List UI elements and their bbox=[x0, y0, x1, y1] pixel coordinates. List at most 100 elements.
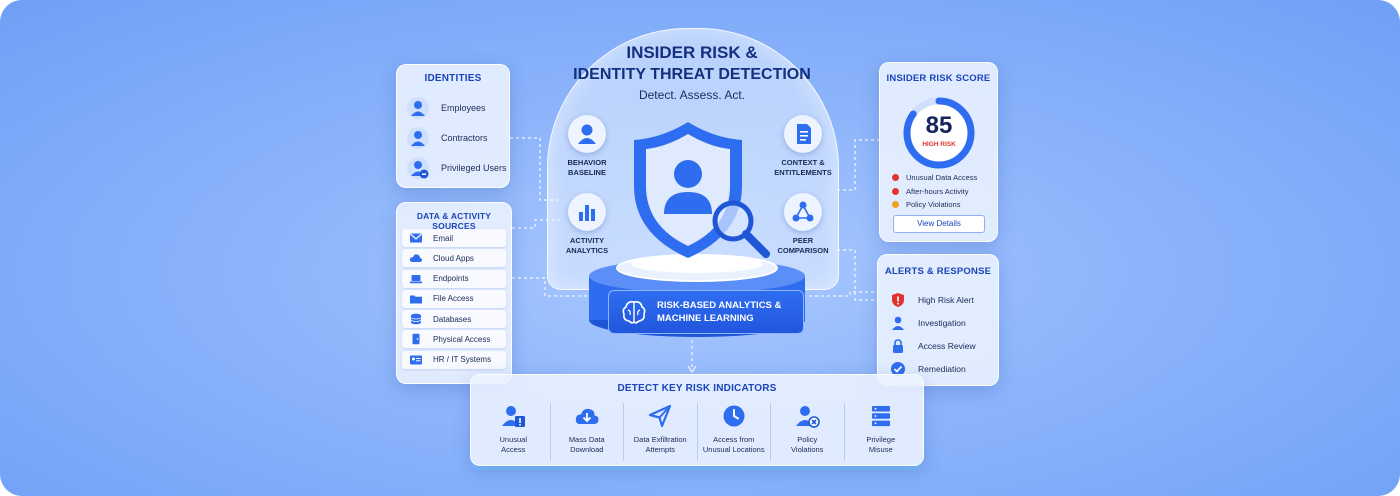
source-label: Physical Access bbox=[433, 334, 491, 344]
laptop-icon bbox=[409, 273, 423, 285]
risk-score-title: INSIDER RISK SCORE bbox=[886, 73, 991, 84]
engine-label: RISK-BASED ANALYTICS & MACHINE LEARNING bbox=[657, 300, 782, 324]
cloud-download-icon bbox=[574, 403, 600, 429]
alert-label: Investigation bbox=[918, 317, 966, 328]
source-item-email[interactable]: Email bbox=[402, 229, 506, 247]
source-item-endpoints[interactable]: Endpoints bbox=[402, 269, 506, 288]
engine-panel: RISK-BASED ANALYTICS & MACHINE LEARNING bbox=[608, 290, 804, 334]
source-label: Email bbox=[433, 233, 454, 243]
indicator-label-line1: Policy bbox=[797, 435, 818, 444]
cloud-icon bbox=[409, 252, 423, 264]
clock-icon bbox=[721, 403, 747, 429]
person-circle-icon bbox=[568, 115, 606, 153]
document-icon bbox=[784, 115, 822, 153]
risk-factor: After-hours Activity bbox=[892, 185, 992, 199]
indicator-label-line1: Access from bbox=[713, 435, 755, 444]
indicator-label-line2: Access bbox=[501, 445, 526, 454]
door-icon bbox=[409, 333, 423, 345]
pillar-peer-comparison: PEER COMPARISON bbox=[772, 193, 834, 256]
indicator-label-line2: Violations bbox=[791, 445, 824, 454]
indicator-label-line2: Download bbox=[570, 445, 604, 454]
pillar-label: CONTEXT & ENTITLEMENTS bbox=[774, 158, 832, 177]
brain-icon bbox=[617, 295, 651, 329]
risk-factor: Policy Violations bbox=[892, 198, 992, 212]
title-line-2: IDENTITY THREAT DETECTION bbox=[573, 66, 811, 83]
person-icon bbox=[890, 315, 906, 331]
identity-label: Employees bbox=[441, 103, 486, 113]
indicator-label-line1: Unusual bbox=[499, 435, 528, 444]
mail-icon bbox=[409, 232, 423, 244]
main-title: INSIDER RISK & IDENTITY THREAT DETECTION bbox=[547, 42, 837, 86]
source-label: Databases bbox=[433, 314, 472, 324]
identity-list: Employees Contractors Privileged Users bbox=[407, 93, 507, 183]
user-x-icon bbox=[794, 403, 821, 429]
source-item-file-access[interactable]: File Access bbox=[402, 289, 506, 308]
pillar-label: ACTIVITY ANALYTICS bbox=[565, 236, 609, 255]
status-dot bbox=[892, 201, 899, 209]
risk-factor-label: Policy Violations bbox=[906, 200, 961, 210]
title-line-1: INSIDER RISK & bbox=[626, 43, 758, 62]
source-item-databases[interactable]: Databases bbox=[402, 310, 506, 329]
indicators-title: DETECT KEY RISK INDICATORS bbox=[617, 383, 777, 394]
source-label: File Access bbox=[433, 294, 474, 304]
view-details-button[interactable]: View Details bbox=[893, 215, 985, 233]
pillar-label: PEER COMPARISON bbox=[777, 236, 829, 255]
indicator-label-line1: Privilege bbox=[866, 435, 896, 444]
pillar-activity-analytics: ACTIVITY ANALYTICS bbox=[556, 193, 618, 256]
alert-shield-icon bbox=[890, 292, 906, 308]
alert-label: Remediation bbox=[918, 363, 966, 374]
source-item-cloud-apps[interactable]: Cloud Apps bbox=[402, 249, 506, 268]
user-alert-icon bbox=[500, 403, 526, 429]
bar-chart-icon bbox=[568, 193, 606, 231]
risk-gauge: 85 HIGH RISK bbox=[901, 95, 977, 171]
employee-avatar-icon bbox=[407, 97, 429, 119]
network-icon bbox=[784, 193, 822, 231]
identities-title: IDENTITIES bbox=[424, 73, 482, 84]
pillar-behavior-baseline: BEHAVIOR BASELINE bbox=[556, 115, 618, 178]
status-dot bbox=[892, 174, 899, 182]
source-label: Endpoints bbox=[433, 274, 469, 284]
list-item[interactable]: Employees bbox=[407, 93, 507, 123]
indicator-label-line2: Misuse bbox=[868, 445, 893, 454]
alerts-card: ALERTS & RESPONSE High Risk Alert Invest… bbox=[877, 254, 999, 386]
folder-icon bbox=[409, 293, 423, 305]
status-dot bbox=[892, 187, 899, 195]
alerts-list: High Risk Alert Investigation Access Rev… bbox=[890, 288, 976, 380]
tagline: Detect. Assess. Act. bbox=[638, 88, 746, 102]
indicator-label-line1: Data Exfiltration bbox=[633, 435, 687, 444]
list-item[interactable]: High Risk Alert bbox=[890, 288, 976, 311]
indicator-label-line1: Mass Data bbox=[568, 435, 605, 444]
check-icon bbox=[890, 361, 906, 377]
list-item[interactable]: Privileged Users bbox=[407, 153, 507, 183]
risk-level-label: HIGH RISK bbox=[922, 141, 956, 148]
alerts-title: ALERTS & RESPONSE bbox=[884, 266, 992, 277]
send-icon bbox=[647, 403, 673, 429]
list-item[interactable]: Remediation bbox=[890, 357, 976, 380]
pillar-label: BEHAVIOR BASELINE bbox=[567, 158, 607, 177]
contractor-avatar-icon bbox=[407, 127, 429, 149]
indicator-label-line2: Attempts bbox=[645, 445, 676, 454]
risk-score-card: INSIDER RISK SCORE 85 HIGH RISK Unusual … bbox=[879, 62, 998, 242]
list-item[interactable]: Investigation bbox=[890, 311, 976, 334]
sources-title: DATA & ACTIVITY SOURCES bbox=[416, 211, 492, 231]
pillar-context-entitlements: CONTEXT & ENTITLEMENTS bbox=[772, 115, 834, 178]
risk-score-value: 85 bbox=[925, 112, 953, 139]
source-label: Cloud Apps bbox=[433, 253, 474, 263]
source-item-hr-it-systems[interactable]: HR / IT Systems bbox=[402, 350, 506, 369]
alert-label: Access Review bbox=[918, 340, 976, 351]
id-card-icon bbox=[409, 354, 423, 366]
source-label: HR / IT Systems bbox=[433, 355, 492, 365]
database-icon bbox=[409, 313, 423, 325]
list-item[interactable]: Access Review bbox=[890, 334, 976, 357]
source-item-physical-access[interactable]: Physical Access bbox=[402, 330, 506, 349]
list-item[interactable]: Contractors bbox=[407, 123, 507, 153]
